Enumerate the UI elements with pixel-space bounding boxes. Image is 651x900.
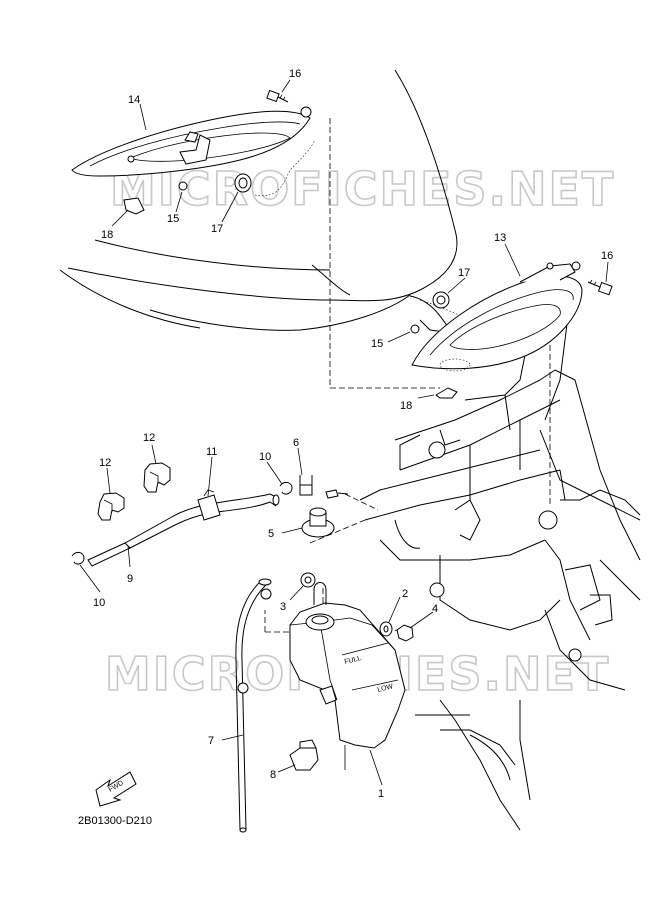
callout-10: 10 [93,597,105,609]
callout-3: 3 [280,601,286,613]
callout-12: 12 [99,457,111,469]
callout-18: 18 [400,400,412,412]
callout-12: 12 [143,432,155,444]
seat-outline [59,69,458,331]
grommet-17-top [234,173,252,193]
grommet-3 [300,572,316,588]
clamp-12-left [97,492,125,521]
bolt-16-right [587,279,613,296]
callout-16: 16 [289,68,301,80]
callout-18: 18 [101,229,113,241]
callout-15: 15 [371,338,383,350]
callout-17: 17 [211,223,223,235]
clamp-12-right [143,462,171,493]
callout-6: 6 [293,437,299,449]
diagram-code: 2B01300-D210 [78,815,152,827]
nut-15-top [178,181,188,191]
leader-lines [79,79,609,786]
clip-18-right [435,387,458,399]
callout-10: 10 [259,451,271,463]
callout-4: 4 [432,603,438,615]
bolt-16-top [266,89,289,103]
clip-10-top [279,481,293,495]
callout-1: 1 [378,788,384,800]
frame-structure [359,295,641,831]
clip-10-bottom [71,551,85,565]
callout-8: 8 [270,769,276,781]
side-cover-right [411,261,583,372]
callout-15: 15 [167,213,179,225]
callout-13: 13 [494,232,506,244]
nut-15-right [410,324,420,334]
reservoir-tank-1: FULL LOW [289,582,406,770]
bracket-5 [301,489,349,538]
watermark-top: MICROFICHES.NET [110,162,615,216]
tank-full-label: FULL [344,655,362,666]
callout-5: 5 [268,528,274,540]
fwd-arrow-icon: FWD [95,771,137,807]
callout-2: 2 [402,588,408,600]
clip-18-top [123,197,145,215]
hose-clamp-11 [197,489,221,521]
breather-hose-7 [235,578,272,833]
cap-8 [289,739,319,771]
nut-4 [396,624,414,642]
callout-11: 11 [206,446,217,458]
bolt-6 [299,475,313,496]
tank-low-label: LOW [377,683,395,694]
callout-14: 14 [128,94,140,106]
callout-7: 7 [208,735,214,747]
callout-9: 9 [127,573,133,585]
grommet-17-right [432,291,450,309]
callout-16: 16 [601,250,613,262]
washer-2 [379,621,393,637]
callout-17: 17 [458,267,470,279]
side-cover-left [71,106,312,177]
